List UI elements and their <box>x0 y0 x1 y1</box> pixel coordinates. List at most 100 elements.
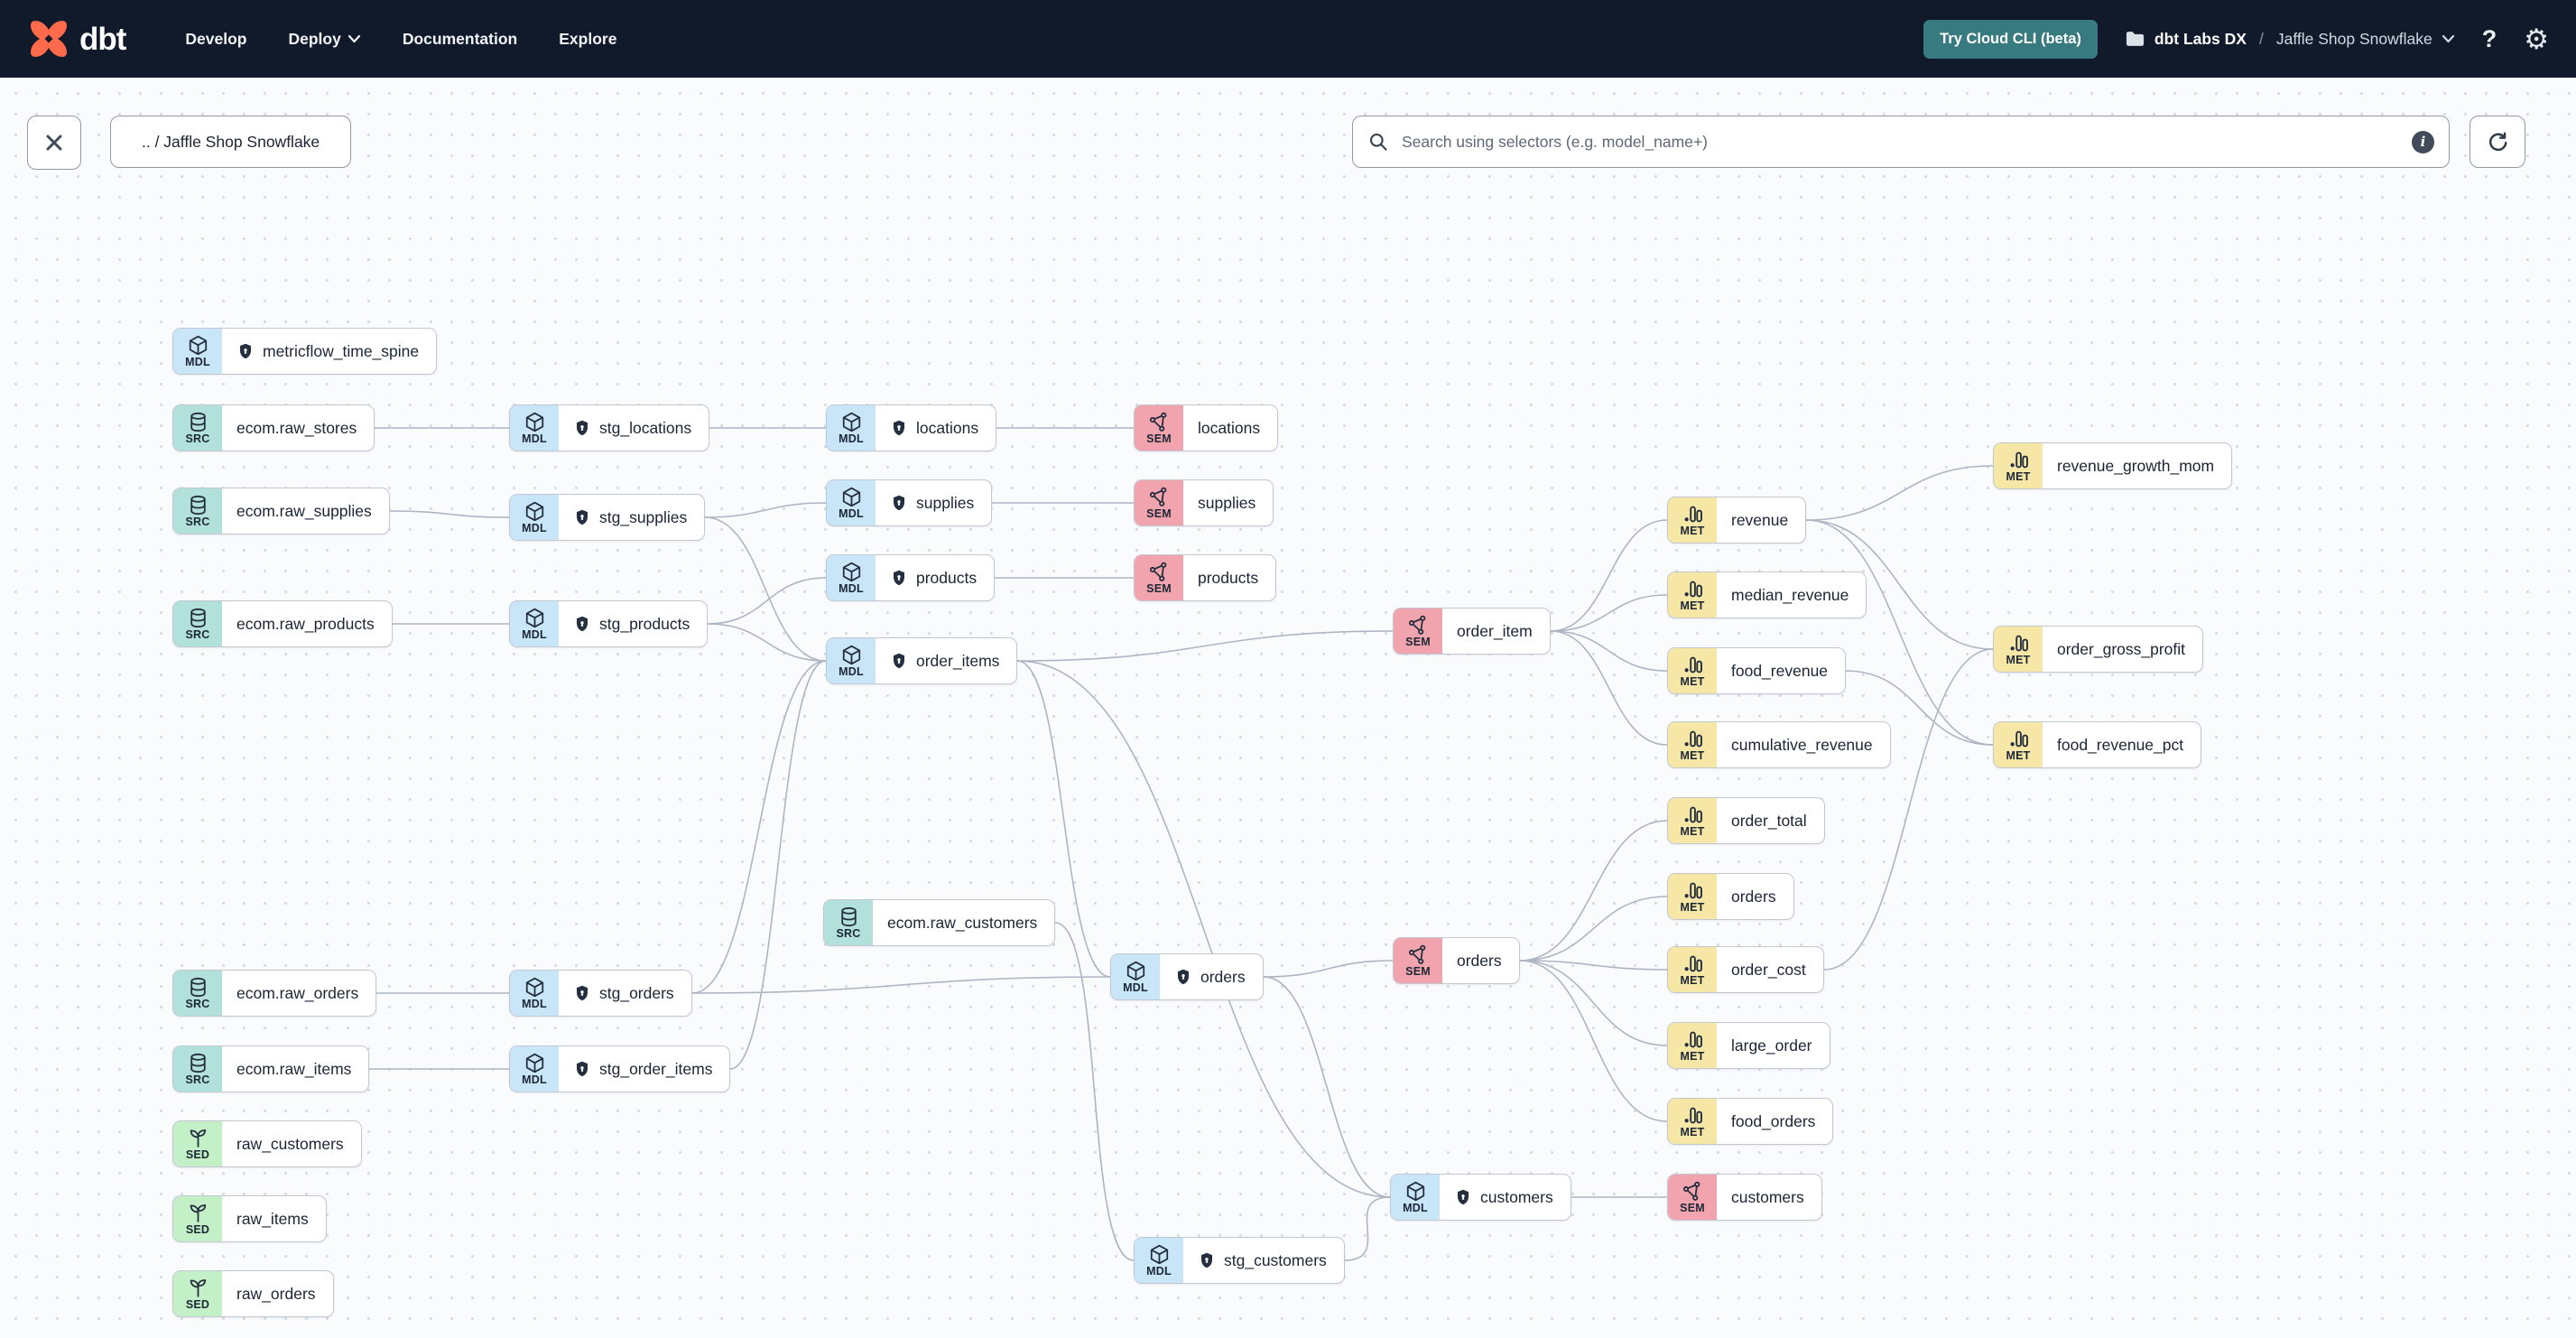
metric-type-icon: MET <box>1668 722 1717 767</box>
lineage-edges <box>369 427 1994 1261</box>
breadcrumb-separator: / <box>2258 29 2264 48</box>
graph-node-raw_customers_seed[interactable]: SED raw_customers <box>172 1120 362 1167</box>
nav-item-develop[interactable]: Develop <box>185 29 247 48</box>
shield-icon <box>240 343 251 359</box>
source-type-icon: SRC <box>173 601 222 646</box>
graph-node-supplies[interactable]: MDL supplies <box>826 479 993 526</box>
dbt-logo[interactable]: dbt <box>27 17 126 60</box>
nav-item-documentation[interactable]: Documentation <box>402 29 518 48</box>
lineage-breadcrumb[interactable]: .. / Jaffle Shop Snowflake <box>110 116 352 168</box>
help-icon: ? <box>2481 24 2497 52</box>
try-cloud-cli-button[interactable]: Try Cloud CLI (beta) <box>1923 19 2098 59</box>
search-input[interactable] <box>1400 131 2401 153</box>
account-name: dbt Labs DX <box>2154 29 2247 48</box>
seed-type-icon: SED <box>173 1121 222 1166</box>
metric-type-icon: MET <box>1668 497 1717 543</box>
graph-node-revenue[interactable]: MET revenue <box>1667 497 1807 544</box>
node-label: metricflow_time_spine <box>263 341 420 360</box>
node-label: order_total <box>1731 811 1807 830</box>
node-label: customers <box>1480 1187 1553 1206</box>
graph-node-order_cost[interactable]: MET order_cost <box>1667 946 1824 993</box>
info-icon[interactable]: i <box>2412 130 2434 153</box>
chevron-down-icon <box>347 34 360 43</box>
model-type-icon: MDL <box>510 495 559 540</box>
seed-type-icon: SED <box>173 1271 222 1316</box>
node-label: raw_items <box>236 1209 309 1228</box>
model-type-icon: MDL <box>827 555 876 600</box>
model-type-icon: MDL <box>510 1046 559 1092</box>
node-label: large_order <box>1731 1036 1812 1055</box>
chevron-down-icon <box>2442 34 2454 43</box>
metric-type-icon: MET <box>1994 722 2043 767</box>
selector-search: i <box>1352 116 2450 168</box>
node-label: ecom.raw_supplies <box>236 501 372 520</box>
node-label: supplies <box>916 493 975 512</box>
semantic-type-icon: SEM <box>1394 609 1442 654</box>
dbt-wordmark: dbt <box>79 21 126 57</box>
node-label: locations <box>1198 418 1261 437</box>
node-label: order_cost <box>1731 960 1806 979</box>
node-label: revenue <box>1731 510 1789 529</box>
node-label: locations <box>916 418 979 437</box>
metric-type-icon: MET <box>1668 947 1717 992</box>
shield-icon <box>577 1061 588 1077</box>
metric-type-icon: MET <box>1668 572 1717 618</box>
model-type-icon: MDL <box>510 601 559 646</box>
graph-node-food_revenue_pct[interactable]: MET food_revenue_pct <box>1993 721 2202 768</box>
refresh-lineage-button[interactable] <box>2469 116 2525 168</box>
node-label: food_revenue_pct <box>2057 735 2184 754</box>
node-label: orders <box>1731 887 1776 906</box>
node-label: raw_customers <box>236 1134 344 1153</box>
shield-icon <box>894 495 904 511</box>
shield-icon <box>577 985 588 1001</box>
close-lineage-button[interactable] <box>27 116 81 170</box>
lineage-canvas[interactable]: .. / Jaffle Shop Snowflake i MDLmetricfl… <box>0 78 2576 1338</box>
close-icon <box>46 135 62 151</box>
model-type-icon: MDL <box>1111 954 1160 999</box>
nav-item-explore[interactable]: Explore <box>559 29 617 48</box>
help-button[interactable]: ? <box>2481 24 2497 52</box>
node-label: revenue_growth_mom <box>2057 456 2215 475</box>
node-label: stg_locations <box>599 418 692 437</box>
nav-item-deploy[interactable]: Deploy <box>289 30 361 49</box>
project-breadcrumb[interactable]: dbt Labs DX / Jaffle Shop Snowflake <box>2125 30 2455 49</box>
source-type-icon: SRC <box>173 1046 222 1092</box>
settings-button[interactable]: ⚙ <box>2524 25 2549 53</box>
model-type-icon: MDL <box>827 480 876 525</box>
